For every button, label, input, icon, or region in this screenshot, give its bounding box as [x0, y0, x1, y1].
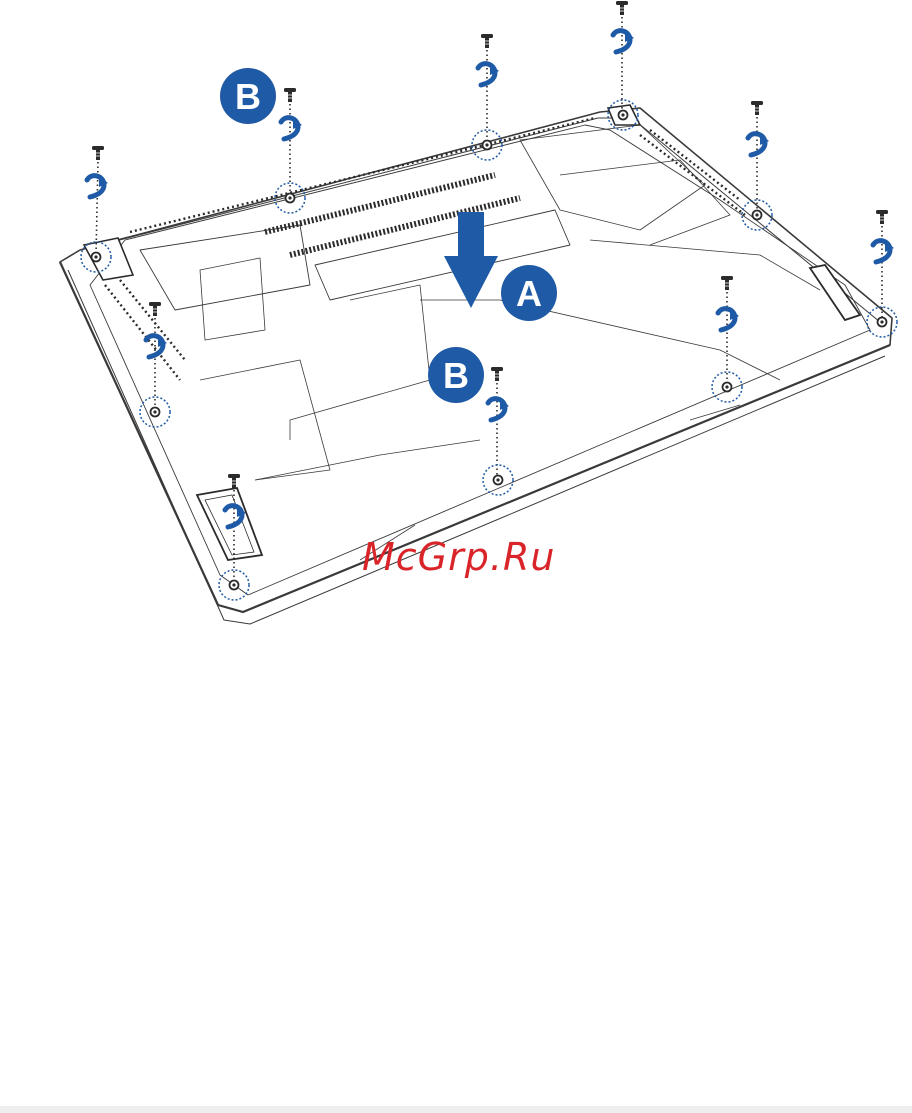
watermark-text: McGrp.Ru	[362, 535, 555, 579]
callout-b-lower: B	[428, 347, 484, 403]
callout-a: A	[501, 265, 557, 321]
footer-rule	[0, 1106, 912, 1113]
callout-a-label: A	[516, 273, 542, 314]
callout-b-upper: B	[220, 68, 276, 124]
callout-b-upper-label: B	[235, 76, 261, 117]
callout-b-lower-label: B	[443, 355, 469, 396]
